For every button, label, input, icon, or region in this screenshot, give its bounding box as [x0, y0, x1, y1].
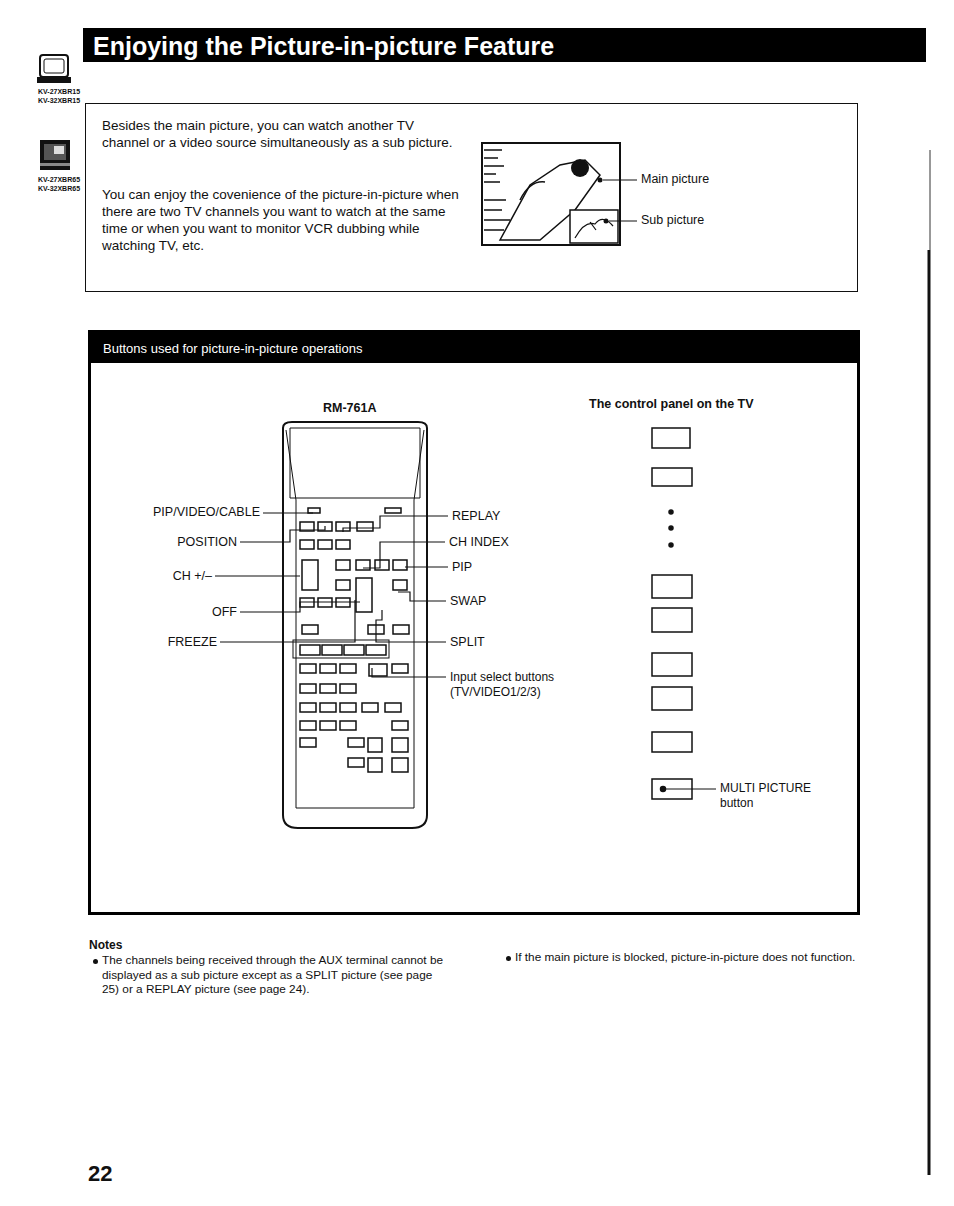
remote-button	[336, 540, 350, 549]
paragraph: You can enjoy the covenience of the pict…	[102, 187, 467, 255]
leader-line	[376, 610, 446, 642]
section-heading: Buttons used for picture-in-picture oper…	[91, 333, 857, 363]
note-text: If the main picture is blocked, picture-…	[515, 950, 860, 965]
callout-label: REPLAY	[452, 509, 542, 525]
leader-line	[372, 668, 446, 677]
callout-label: SWAP	[450, 594, 510, 610]
remote-button	[320, 664, 336, 673]
remote-button	[300, 540, 314, 549]
remote-button	[340, 703, 356, 712]
remote-button	[393, 560, 407, 570]
page-title: Enjoying the Picture-in-picture Feature	[83, 28, 926, 62]
callout-label: FREEZE	[150, 635, 217, 651]
tv-icon-dark	[40, 140, 70, 170]
callout-label: PIP/VIDEO/CABLE	[140, 505, 260, 521]
remote-button	[302, 560, 318, 590]
bullet	[93, 959, 98, 964]
leader-lines	[215, 513, 448, 677]
panel-heading: The control panel on the TV	[589, 397, 789, 413]
remote-button	[336, 560, 350, 570]
pip-screen	[482, 143, 637, 245]
remote-button	[348, 738, 364, 747]
bullet	[506, 956, 511, 961]
remote-button	[340, 684, 356, 693]
model-number: KV-32XBR15	[38, 97, 98, 106]
button-group-frame	[293, 640, 389, 658]
callout-label: CH +/–	[150, 569, 212, 585]
remote-button	[368, 738, 382, 752]
remote-button	[318, 540, 332, 549]
leader-line	[263, 512, 313, 513]
model-number: KV-27XBR15	[38, 88, 98, 97]
callout-label: Sub picture	[641, 213, 751, 229]
remote-button	[300, 645, 320, 655]
remote-button	[385, 508, 401, 513]
notes-heading: Notes	[89, 938, 169, 953]
remote-button	[366, 645, 386, 655]
intro-box: Besides the main picture, you can watch …	[85, 103, 858, 292]
remote-button	[392, 721, 408, 730]
remote-button	[344, 645, 364, 655]
model-number: KV-32XBR65	[38, 185, 98, 194]
callout-label: OFF	[180, 605, 237, 621]
leader-line	[240, 602, 360, 612]
remote-button	[340, 721, 356, 730]
tv-icon	[38, 55, 70, 82]
remote-button	[320, 703, 336, 712]
remote-button	[300, 684, 316, 693]
callout-label: PIP	[452, 560, 512, 576]
callout-label: POSITION	[130, 535, 237, 551]
remote-button	[392, 738, 408, 752]
remote-button	[393, 580, 407, 590]
leader-line	[405, 566, 448, 567]
remote-button	[348, 758, 364, 767]
remote-button	[362, 703, 378, 712]
leader-line	[398, 592, 446, 601]
leader-line	[220, 600, 355, 642]
remote-button	[356, 578, 372, 612]
leader-line	[215, 575, 300, 576]
remote-button	[300, 721, 316, 730]
page-number: 22	[88, 1160, 148, 1188]
remote-button	[300, 738, 316, 747]
leader-line	[363, 542, 445, 568]
remote-button	[340, 664, 356, 673]
callout-label: MULTI PICTURE button	[720, 781, 830, 811]
remote-button	[336, 580, 350, 590]
callout-label: Input select buttons (TV/VIDEO1/2/3)	[450, 670, 580, 700]
remote-button	[300, 703, 316, 712]
leader-line	[240, 526, 325, 542]
remote-button	[368, 758, 382, 772]
remote-button	[392, 758, 408, 772]
paragraph: Besides the main picture, you can watch …	[102, 118, 462, 152]
callout-label: CH INDEX	[449, 535, 539, 551]
remote-button	[322, 645, 342, 655]
button-panel: Buttons used for picture-in-picture oper…	[88, 330, 860, 915]
leader-line	[343, 516, 448, 532]
model-number: KV-27XBR65	[38, 176, 98, 185]
remote-button	[357, 522, 373, 531]
model-name: RM-761A	[323, 401, 403, 417]
remote-button	[300, 664, 316, 673]
callout-label: Main picture	[641, 172, 751, 188]
remote-button	[302, 625, 318, 634]
remote-button	[308, 508, 320, 513]
note-text: The channels being received through the …	[102, 953, 447, 997]
callout-label: SPLIT	[450, 635, 510, 651]
tv-control-panel	[652, 428, 716, 799]
remote-button	[393, 625, 409, 634]
remote-button	[392, 664, 408, 673]
remote-button	[320, 721, 336, 730]
remote-button	[385, 703, 401, 712]
remote-button	[320, 684, 336, 693]
